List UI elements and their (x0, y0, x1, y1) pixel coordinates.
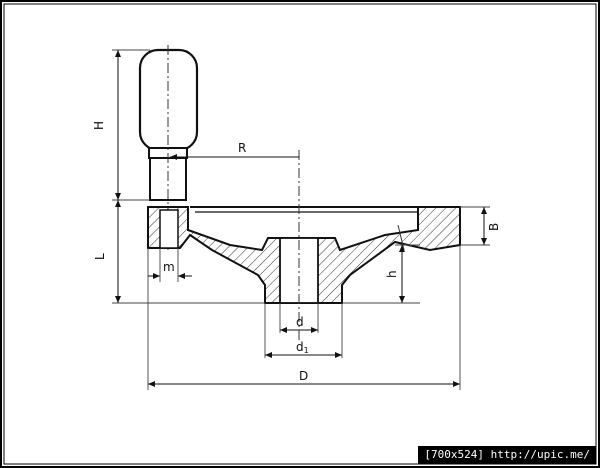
label-H: H (92, 121, 106, 130)
label-B: B (487, 223, 501, 231)
label-D: D (299, 369, 308, 383)
handle-seat-hole (159, 209, 179, 249)
label-m: m (163, 260, 175, 274)
label-d1: d1 (296, 340, 309, 355)
label-L: L (93, 253, 107, 260)
label-h: h (385, 270, 399, 278)
watermark-banner: [700x524] http://upic.me/ (418, 446, 596, 464)
label-R: R (238, 141, 246, 155)
inner-border (3, 3, 597, 465)
label-d: d (296, 315, 304, 329)
